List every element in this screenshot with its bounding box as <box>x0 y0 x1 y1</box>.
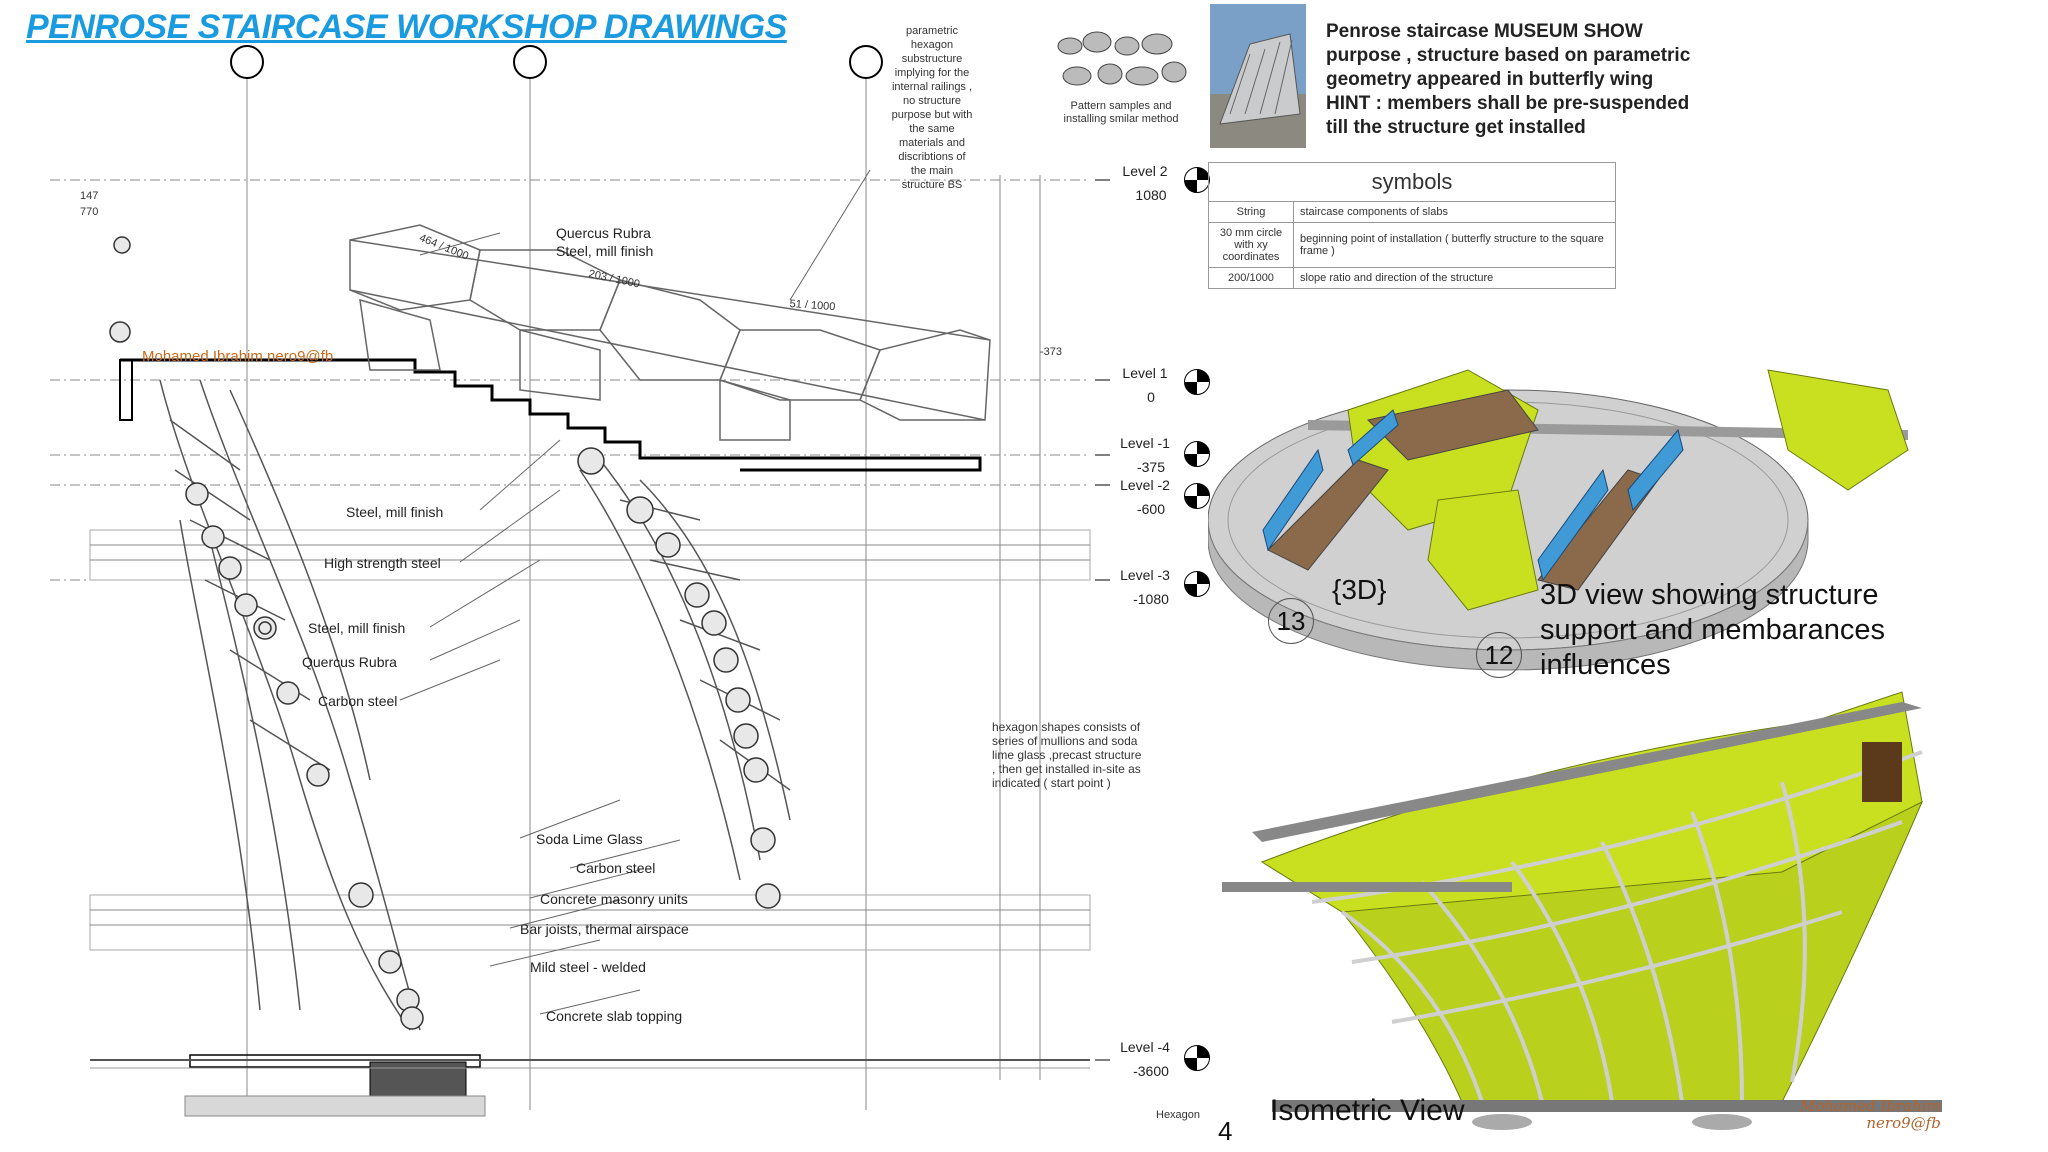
caption-line: influences <box>1540 649 1671 681</box>
symbol-key: String <box>1208 201 1294 223</box>
column-cap <box>119 359 133 421</box>
page-title: PENROSE STAIRCASE WORKSHOP DRAWINGS <box>26 8 787 46</box>
level-name: Level -1 <box>1120 435 1170 451</box>
level-name: Level -2 <box>1120 477 1170 493</box>
material-label: Concrete slab topping <box>546 1008 683 1024</box>
material-label: Steel, mill finish <box>346 504 444 520</box>
symbols-table: symbols String staircase components of s… <box>1208 162 1616 289</box>
material-label: Carbon steel <box>576 860 656 876</box>
material-label: High strength steel <box>324 555 441 571</box>
level-value: 1080 <box>1135 187 1167 203</box>
material-label: Mild steel - welded <box>530 959 646 975</box>
hexagon-cage <box>349 224 991 441</box>
leader-lines <box>399 169 871 1015</box>
material-label: Quercus Rubra <box>302 654 397 670</box>
grid-bubble <box>513 45 547 79</box>
hexagon-tag: Hexagon <box>1156 1109 1201 1121</box>
level-marker-icon <box>1184 167 1210 193</box>
level-value: -375 <box>1136 459 1166 475</box>
museum-note-line: geometry appeared in butterfly wing <box>1326 69 1654 90</box>
caption-line: support and membarances <box>1540 614 1885 646</box>
level-value: 0 <box>1147 389 1155 405</box>
material-label: Steel, mill finish <box>308 620 406 636</box>
grid-bubble <box>849 45 883 79</box>
level-marker-icon <box>1184 483 1210 509</box>
level-value: -1080 <box>1133 591 1169 607</box>
technical-drawing <box>50 45 1110 1117</box>
material-label: Concrete masonry units <box>540 891 688 907</box>
level-name: Level 2 <box>1122 163 1168 179</box>
isometric-label: Isometric View <box>1270 1094 1465 1127</box>
dimension-text: 770 <box>80 206 99 218</box>
material-label: Carbon steel <box>318 693 398 709</box>
foundation <box>90 1054 1090 1117</box>
symbol-desc: slope ratio and direction of the structu… <box>1293 267 1616 289</box>
level-name: Level 1 <box>1122 365 1168 381</box>
symbol-key: 200/1000 <box>1208 267 1294 289</box>
level-marker-icon <box>1184 1045 1210 1071</box>
view-number: 13 <box>1268 598 1314 644</box>
3d-caption: 3D view showing structure support and me… <box>1540 578 1885 683</box>
level-ticks <box>1095 179 1110 1061</box>
signature-line: nero9@fb <box>1866 1114 1941 1132</box>
installation-points <box>109 236 781 1030</box>
signature-line: Mohamed Ibrahim <box>1800 1097 1941 1115</box>
museum-note-line: purpose , structure based on parametric <box>1326 45 1691 66</box>
signature: Mohamed Ibrahim nero9@fb <box>1800 1098 1941 1132</box>
isometric-view-render <box>1222 691 1942 1130</box>
material-label: Bar joists, thermal airspace <box>520 921 689 937</box>
level-value: -600 <box>1136 501 1166 517</box>
wing-right <box>579 459 791 881</box>
hexagon-note: hexagon shapes consists of series of mul… <box>992 720 1142 790</box>
view-tag: {3D} <box>1332 574 1387 605</box>
caption-line: 3D view showing structure <box>1540 579 1879 611</box>
symbols-heading: symbols <box>1208 162 1616 202</box>
substructure-note: parametric hexagon substructure implying… <box>891 25 973 191</box>
table-row: 30 mm circle with xy coordinates beginni… <box>1208 222 1616 268</box>
table-row: String staircase components of slabs <box>1208 201 1616 223</box>
level-name: Level -3 <box>1120 567 1170 583</box>
museum-note-line: Penrose staircase MUSEUM SHOW <box>1326 21 1643 42</box>
railing-band <box>89 529 1091 581</box>
pattern-samples-image <box>1057 31 1187 86</box>
symbol-desc: beginning point of installation ( butter… <box>1293 222 1616 268</box>
railing-band <box>89 894 1091 951</box>
level-name: Level -4 <box>1120 1039 1170 1055</box>
page-number: 4 <box>1218 1116 1233 1146</box>
material-label: Soda Lime Glass <box>536 831 643 847</box>
museum-note-line: till the structure get installed <box>1326 117 1586 138</box>
dimension-text: -373 <box>1040 346 1063 358</box>
museum-note-line: HINT : members shall be pre-suspended <box>1326 93 1690 114</box>
symbol-desc: staircase components of slabs <box>1293 201 1616 223</box>
pattern-note: Pattern samples and installing smilar me… <box>1063 100 1179 125</box>
staircase-profile <box>120 358 982 472</box>
3d-view-render <box>1208 369 1909 671</box>
symbol-key: 30 mm circle with xy coordinates <box>1208 222 1294 268</box>
table-row: 200/1000 slope ratio and direction of th… <box>1208 267 1616 289</box>
museum-photo <box>1210 4 1306 148</box>
level-value: -3600 <box>1133 1063 1169 1079</box>
view-number: 12 <box>1476 632 1522 678</box>
level-marker-icon <box>1184 441 1210 467</box>
dimension-text: 147 <box>80 190 99 202</box>
material-label: Quercus Rubra <box>556 225 651 241</box>
grid-bubble <box>230 45 264 79</box>
material-label: Steel, mill finish <box>556 243 654 259</box>
level-marker-icon <box>1184 369 1210 395</box>
museum-note: Penrose staircase MUSEUM SHOW purpose , … <box>1326 20 1690 140</box>
level-marker-icon <box>1184 571 1210 597</box>
author-tag: Mohamed Ibrahim nero9@fb <box>142 348 334 365</box>
